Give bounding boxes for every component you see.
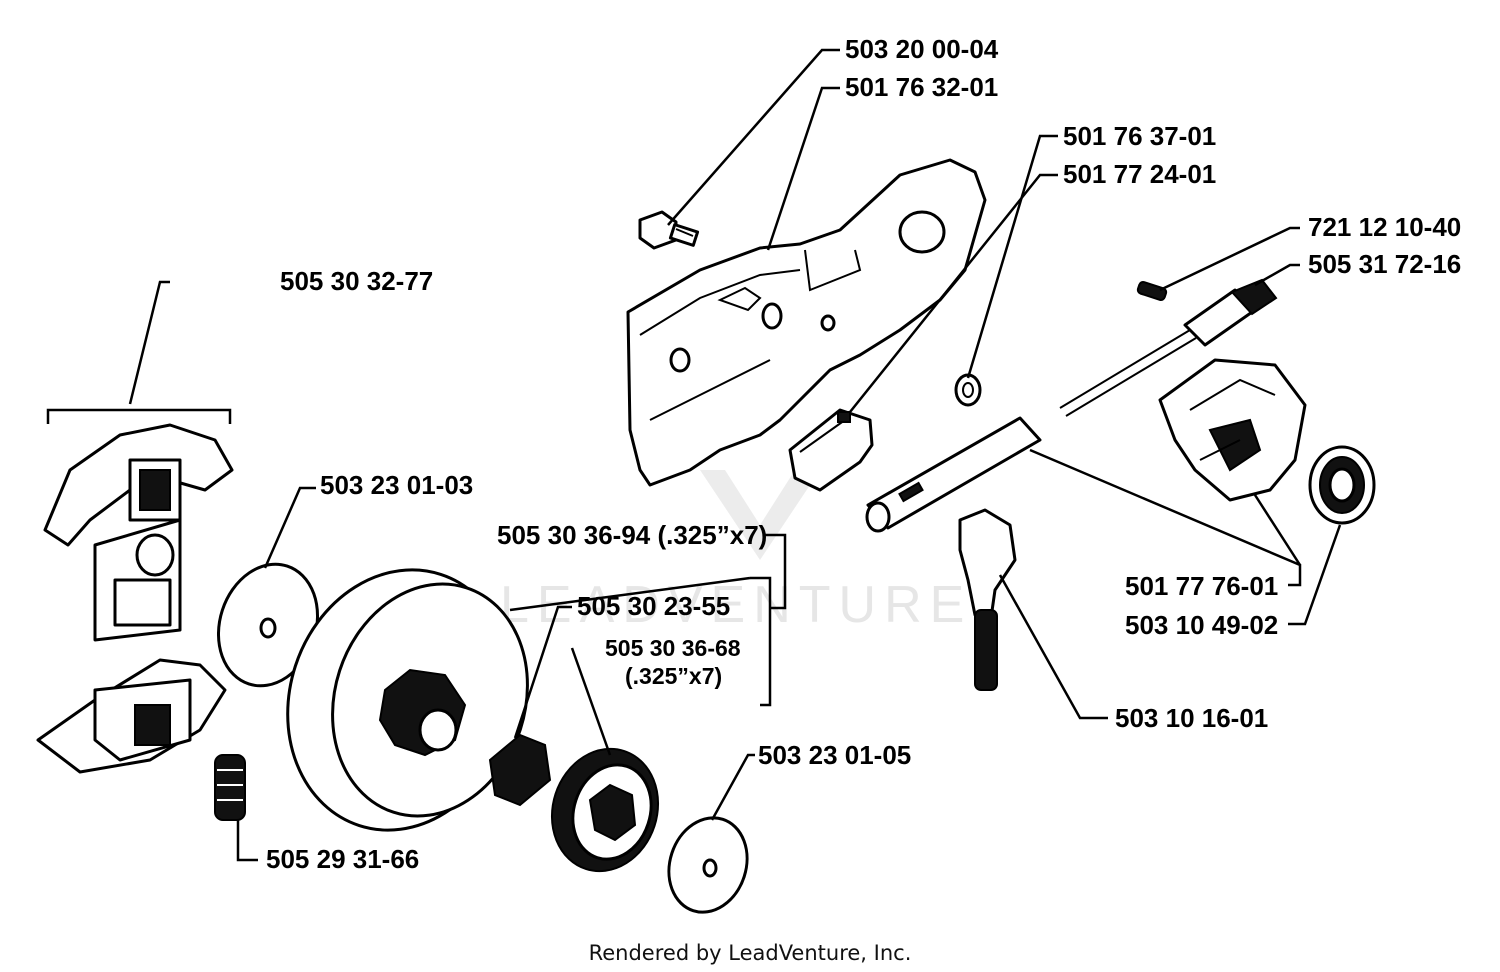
clutch-drum (286, 568, 529, 832)
label-505-30-36-68-pitch: (.325”x7) (625, 663, 722, 689)
spacer-tube (865, 416, 1042, 533)
guide-bar-bolt (638, 210, 700, 250)
label-503-10-16-01: 503 10 16-01 (1115, 703, 1268, 733)
label-505-30-36-68: 505 30 36-68 (605, 635, 741, 661)
label-501-77-76-01: 501 77 76-01 (1125, 571, 1278, 601)
chain-catcher (958, 508, 1017, 691)
label-721-12-10-40: 721 12 10-40 (1308, 212, 1461, 242)
clutch-shoe-upper (43, 423, 234, 642)
rim-sprocket (550, 747, 660, 873)
clutch-cover (1158, 358, 1307, 502)
label-505-31-72-16: 505 31 72-16 (1308, 249, 1461, 279)
tensioner-block (788, 408, 874, 492)
watermark-text: LEADVENTURE (500, 576, 972, 634)
label-505-30-23-55: 505 30 23-55 (577, 591, 730, 621)
clutch-shoe-lower (36, 658, 227, 774)
label-503-20-00-04: 503 20 00-04 (845, 34, 999, 64)
leader-lines (46, 48, 1342, 862)
label-503-10-49-02: 503 10 49-02 (1125, 610, 1278, 640)
label-501-77-24-01: 501 77 24-01 (1063, 159, 1216, 189)
guide-plate (626, 158, 987, 487)
label-503-23-01-03: 503 23 01-03 (320, 470, 473, 500)
clutch-spring (214, 754, 246, 821)
outer-washer (667, 816, 749, 914)
label-505-30-32-77: 505 30 32-77 (280, 266, 433, 296)
needle-bearing (488, 733, 552, 807)
small-washer (954, 373, 982, 407)
spring-ring (1308, 445, 1376, 525)
label-501-76-32-01: 501 76 32-01 (845, 72, 998, 102)
label-505-29-31-66: 505 29 31-66 (266, 844, 419, 874)
label-503-23-01-05: 503 23 01-05 (758, 740, 911, 770)
label-505-30-36-94: 505 30 36-94 (.325”x7) (497, 520, 767, 550)
label-501-76-37-01: 501 76 37-01 (1063, 121, 1216, 151)
part-labels: 503 20 00-04 501 76 32-01 501 76 37-01 5… (266, 34, 1461, 874)
watermark: LEADVENTURE (500, 470, 972, 634)
tensioner-screw (1059, 278, 1278, 417)
credit-text: Rendered by LeadVenture, Inc. (589, 941, 912, 965)
